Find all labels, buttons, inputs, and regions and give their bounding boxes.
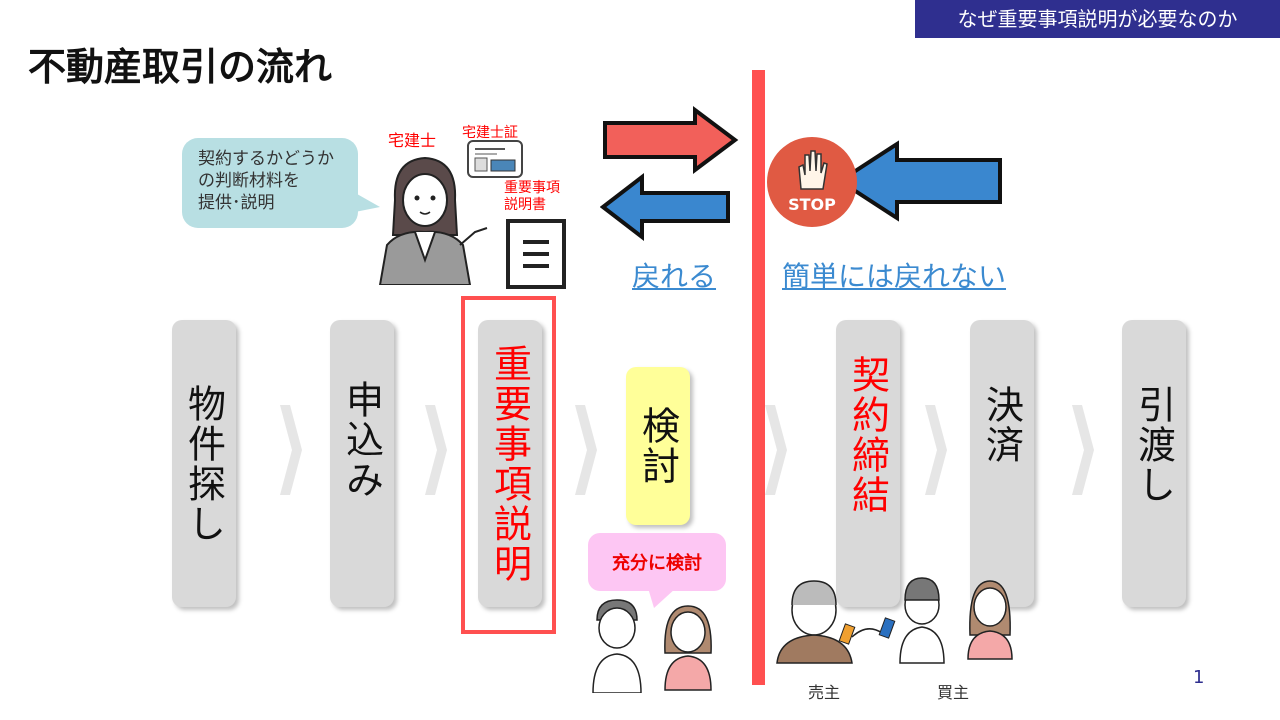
consider-speech-bubble: 充分に検討	[588, 533, 726, 591]
bubble-line: の判断材料を	[198, 171, 300, 191]
chevron-right-icon	[425, 405, 447, 495]
section-banner: なぜ重要事項説明が必要なのか	[915, 0, 1280, 38]
license-card-icon	[467, 140, 523, 178]
step-settlement: 決済	[970, 320, 1034, 607]
seller-buyer-handshake-icon	[776, 577, 1013, 664]
chevron-right-icon	[1072, 405, 1094, 495]
couple-thinking-icon	[592, 599, 712, 693]
highlight-box	[461, 296, 556, 634]
document-icon	[506, 219, 566, 289]
document-label: 重要事項 説明書	[504, 180, 560, 214]
back-not-easy-link[interactable]: 簡単には戻れない	[782, 260, 1007, 293]
page-number: 1	[1193, 667, 1205, 688]
page-title: 不動産取引の流れ	[28, 45, 333, 89]
step-contract: 契約締結	[836, 320, 900, 607]
chevron-right-icon	[575, 405, 597, 495]
arrows-icon	[600, 106, 739, 242]
seller-label: 売主	[808, 683, 841, 702]
back-possible-link[interactable]: 戻れる	[632, 260, 717, 293]
blocked-back-arrow-icon	[836, 140, 1002, 222]
document-label-line: 説明書	[504, 197, 546, 213]
step-handover: 引渡し	[1122, 320, 1186, 607]
agent-speech-bubble: 契約するかどうか の判断材料を 提供･説明	[182, 138, 358, 228]
bubble-line: 提供･説明	[198, 193, 275, 213]
point-of-no-return-line	[752, 70, 765, 685]
step-important-explanation: 重要事項説明	[478, 320, 542, 607]
stop-sign-icon: STOP	[767, 137, 857, 227]
step-application: 申込み	[330, 320, 394, 607]
chevron-right-icon	[765, 405, 787, 495]
step-consideration: 検討	[626, 367, 690, 525]
forward-arrow-icon	[603, 106, 739, 174]
bubble-line: 契約するかどうか	[198, 149, 334, 169]
back-arrow-icon	[600, 172, 730, 242]
chevron-right-icon	[925, 405, 947, 495]
agent-woman-icon	[378, 156, 488, 285]
document-label-line: 重要事項	[504, 180, 560, 196]
bubble-tail-icon	[648, 588, 676, 608]
license-label: 宅建士証	[462, 125, 518, 141]
stop-label: STOP	[788, 195, 836, 214]
agent-label: 宅建士	[388, 131, 437, 150]
step-property-search: 物件探し	[172, 320, 236, 607]
chevron-right-icon	[280, 405, 302, 495]
buyer-label: 買主	[937, 683, 970, 702]
bubble-tail-icon	[350, 190, 380, 213]
hand-icon	[798, 150, 828, 190]
